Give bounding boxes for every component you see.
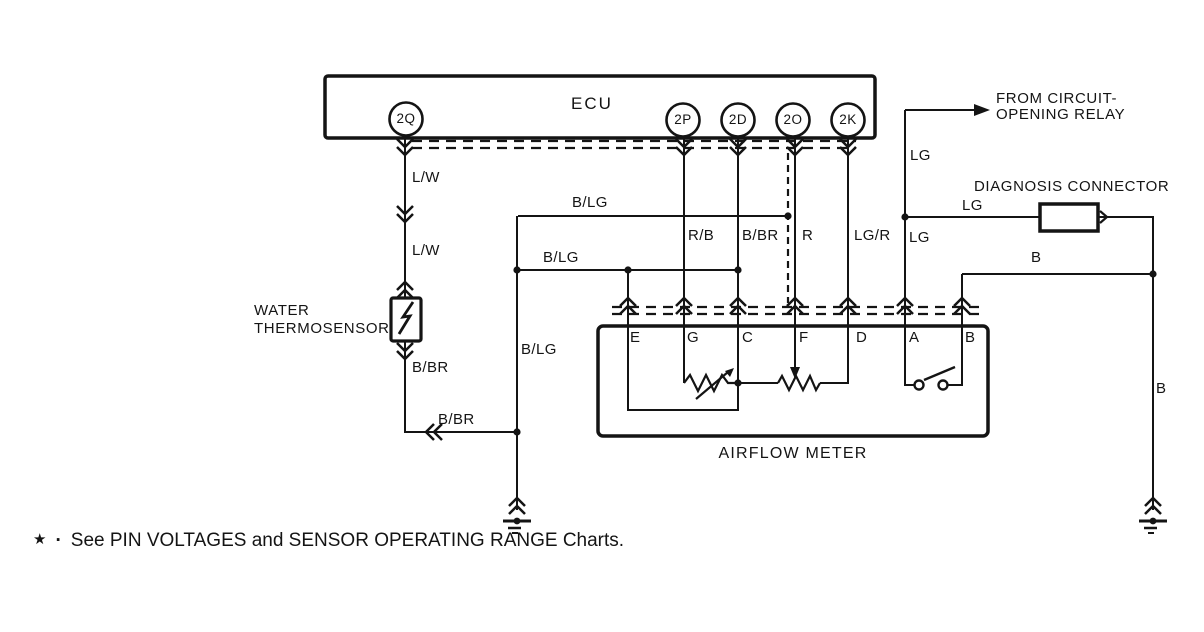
- wire-label-bbr-pin: B/BR: [742, 227, 779, 244]
- connector-arrow-icon: [839, 138, 857, 157]
- connector-arrow-icon: [396, 205, 414, 224]
- wire-label-lg-connector: LG: [962, 197, 983, 214]
- relay-note-line2: OPENING RELAY: [996, 106, 1126, 123]
- connector-chevrons: [396, 138, 971, 441]
- ground-icon-right: [1139, 496, 1167, 534]
- wires: [404, 109, 1154, 510]
- wire-lg-vertical: [904, 110, 914, 386]
- connector-arrow-icon: [396, 138, 414, 157]
- connector-arrow-icon: [675, 138, 693, 157]
- connector-arrow-icon: [729, 138, 747, 157]
- ground-icon-left: [503, 496, 531, 534]
- terminal-label-d: D: [856, 329, 868, 346]
- wire-label-r: R: [802, 227, 814, 244]
- relay-arrow-icon: [974, 104, 990, 116]
- wire-label-lw-upper: L/W: [412, 169, 440, 186]
- airflow-meter-label: AIRFLOW METER: [718, 445, 868, 462]
- connector-arrow-icon: [619, 296, 637, 315]
- junction-dots: [513, 212, 1157, 436]
- ecu-pin-circles: [388, 101, 866, 138]
- diagnosis-connector-box: [1038, 202, 1100, 233]
- wire-label-blg-vertical: B/LG: [521, 341, 557, 358]
- thermistor-icon: [397, 301, 415, 335]
- wire-label-lgr: LG/R: [854, 227, 891, 244]
- airflow-meter-box: [596, 324, 990, 438]
- connector-arrow-icon: [396, 280, 414, 299]
- connector-arrow-icon: [675, 296, 693, 315]
- wire-label-blg-upper: B/LG: [572, 194, 608, 211]
- terminal-label-c: C: [742, 329, 754, 346]
- connector-arrow-icon: [839, 296, 857, 315]
- connector-arrow-icon: [896, 296, 914, 315]
- ecu-pin-2p: 2P: [674, 112, 692, 127]
- connector-arrow-icon: [953, 296, 971, 315]
- variable-resistor-icon: [683, 368, 738, 400]
- ecu-pin-circle-2q: [388, 101, 424, 137]
- footnote: ★ · See PIN VOLTAGES and SENSOR OPERATIN…: [33, 530, 624, 552]
- diagnosis-arrow-icon: [1099, 210, 1109, 224]
- ecu-pin-circle-2o: [775, 102, 811, 138]
- ecu-pin-2d: 2D: [728, 112, 748, 127]
- terminal-label-g: G: [687, 329, 699, 346]
- harness-dashed-lines: [412, 139, 983, 316]
- terminal-label-a: A: [909, 329, 920, 346]
- wire-label-lw-lower: L/W: [412, 242, 440, 259]
- wire-lw-bbr: [404, 137, 517, 433]
- terminal-label-b: B: [965, 329, 976, 346]
- wire-label-b-horizontal: B: [1031, 249, 1042, 266]
- ecu-pin-circle-2k: [830, 102, 866, 138]
- footnote-text: See PIN VOLTAGES and SENSOR OPERATING RA…: [70, 530, 625, 551]
- diagnosis-connector-label: DIAGNOSIS CONNECTOR: [974, 178, 1170, 195]
- star-icon: ★: [33, 531, 47, 548]
- terminal-label-e: E: [630, 329, 641, 346]
- connector-arrow-icon: [786, 138, 804, 157]
- connector-arrow-icon: [729, 296, 747, 315]
- ecu-pin-2o: 2O: [783, 112, 803, 127]
- water-thermosensor-symbol: [389, 296, 423, 343]
- wire-b-right: [1098, 216, 1154, 510]
- wire-terminal-e: [627, 270, 739, 411]
- wire-label-bbr-vertical: B/BR: [412, 359, 449, 376]
- component-outlines: [323, 74, 1100, 438]
- wire-label-lg-below: LG: [909, 229, 930, 246]
- relay-note-line1: FROM CIRCUIT-: [996, 90, 1118, 107]
- ecu-pin-2q: 2Q: [396, 111, 416, 126]
- potentiometer-resistor-icon: [777, 373, 821, 393]
- wiper-arrow-icon: [790, 367, 800, 379]
- wire-label-lg-top: LG: [910, 147, 931, 164]
- connector-arrow-icon: [786, 296, 804, 315]
- switch-icon: [913, 365, 956, 391]
- ecu-pin-circle-2d: [720, 102, 756, 138]
- ecu-box: [323, 74, 877, 140]
- water-thermosensor-label-line2: THERMOSENSOR: [254, 320, 390, 337]
- wire-label-bbr-horizontal: B/BR: [438, 411, 475, 428]
- wire-lgr: [820, 137, 849, 384]
- ecu-pin-2k: 2K: [839, 112, 857, 127]
- water-thermosensor-label-line1: WATER: [254, 302, 310, 319]
- wire-terminal-b: [948, 274, 963, 386]
- connector-arrow-icon: [424, 423, 443, 441]
- footnote-separator: ·: [55, 530, 62, 551]
- wire-label-b-vertical: B: [1156, 380, 1167, 397]
- ecu-pin-circle-2p: [665, 102, 701, 138]
- wire-label-blg-mid: B/LG: [543, 249, 579, 266]
- connector-arrow-icon: [396, 342, 414, 361]
- terminal-label-f: F: [799, 329, 809, 346]
- wire-label-rb: R/B: [688, 227, 715, 244]
- ecu-label: ECU: [571, 94, 613, 113]
